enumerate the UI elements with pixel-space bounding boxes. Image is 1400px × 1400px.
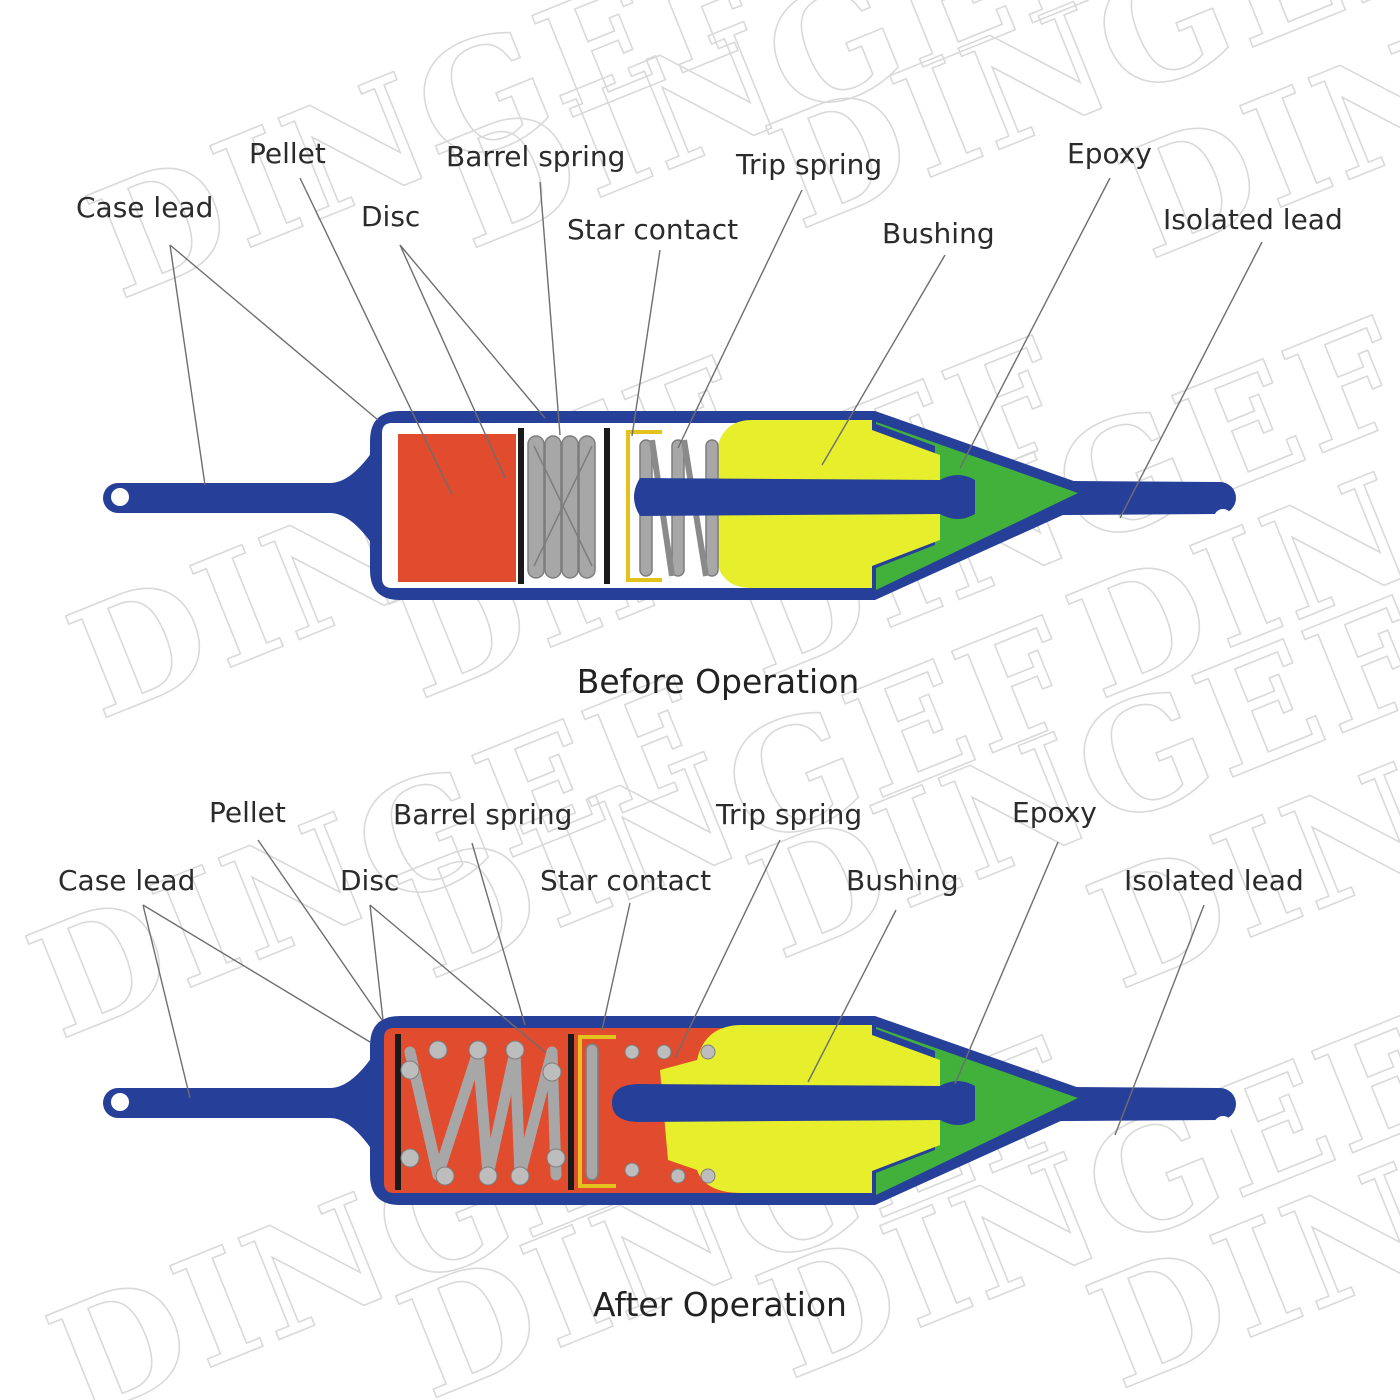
isolated-lead-end [1214, 509, 1232, 527]
label-case-lead: Case lead [76, 191, 213, 224]
label-epoxy: Epoxy [1067, 137, 1152, 170]
after-leader-lines [142, 839, 1205, 1136]
star-contact [578, 1035, 616, 1188]
label-disc: Disc [340, 864, 399, 897]
label-trip-spring: Trip spring [735, 148, 882, 181]
epoxy [876, 422, 1078, 590]
disc-right [568, 1034, 574, 1190]
disc-left [518, 428, 524, 584]
caption-after-operation: After Operation [593, 1285, 847, 1324]
disc-left [395, 1034, 401, 1190]
label-epoxy: Epoxy [1012, 796, 1097, 829]
label-barrel-spring: Barrel spring [393, 798, 572, 831]
label-bushing: Bushing [882, 217, 995, 250]
after-operation-diagram: Case lead Pellet Disc Barrel spring Star… [58, 796, 1304, 1324]
star-contact [626, 430, 662, 582]
trip-spring [585, 1043, 716, 1184]
label-pellet: Pellet [209, 796, 286, 829]
before-operation-diagram: Case lead Pellet Disc Barrel spring Star… [76, 137, 1343, 701]
center-conductor [612, 1081, 975, 1125]
case-lead-end [111, 1093, 129, 1111]
pellet [398, 434, 516, 582]
label-trip-spring: Trip spring [715, 798, 862, 831]
label-barrel-spring: Barrel spring [446, 140, 625, 173]
epoxy [876, 1027, 1078, 1195]
isolated-lead-end [1214, 1116, 1232, 1134]
center-conductor [634, 475, 975, 519]
label-star-contact: Star contact [540, 864, 711, 897]
disc-right [604, 428, 610, 584]
label-disc: Disc [361, 200, 420, 233]
caption-before-operation: Before Operation [577, 662, 860, 701]
label-star-contact: Star contact [567, 213, 738, 246]
barrel-spring [400, 1040, 566, 1186]
label-case-lead: Case lead [58, 864, 195, 897]
label-isolated-lead: Isolated lead [1163, 203, 1343, 236]
label-isolated-lead: Isolated lead [1124, 864, 1304, 897]
case-lead-end [111, 488, 129, 506]
case-lead [103, 452, 372, 544]
case-lead [103, 1057, 372, 1150]
barrel-spring [527, 435, 596, 579]
before-leader-lines [169, 177, 1263, 519]
label-pellet: Pellet [249, 137, 326, 170]
label-bushing: Bushing [846, 864, 959, 897]
